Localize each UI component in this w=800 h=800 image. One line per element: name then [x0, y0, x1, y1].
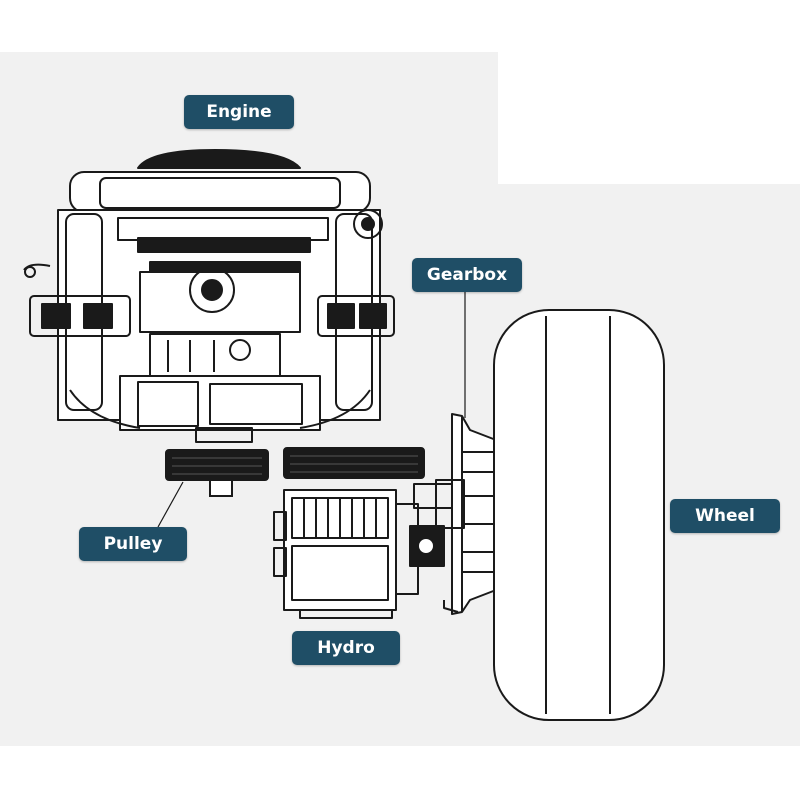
wheel-drawing: [493, 309, 665, 721]
engine-label: Engine: [184, 95, 294, 129]
wheel-label: Wheel: [670, 499, 780, 533]
hydro-drawing: [273, 483, 463, 619]
gearbox-label: Gearbox: [412, 258, 522, 292]
hydro-label: Hydro: [292, 631, 400, 665]
pulley-label: Pulley: [79, 527, 187, 561]
pulley-leader-line: [157, 481, 184, 528]
gearbox-drawing: [435, 413, 499, 615]
pulley-drawing: [165, 447, 425, 497]
engine-drawing: [23, 149, 395, 443]
